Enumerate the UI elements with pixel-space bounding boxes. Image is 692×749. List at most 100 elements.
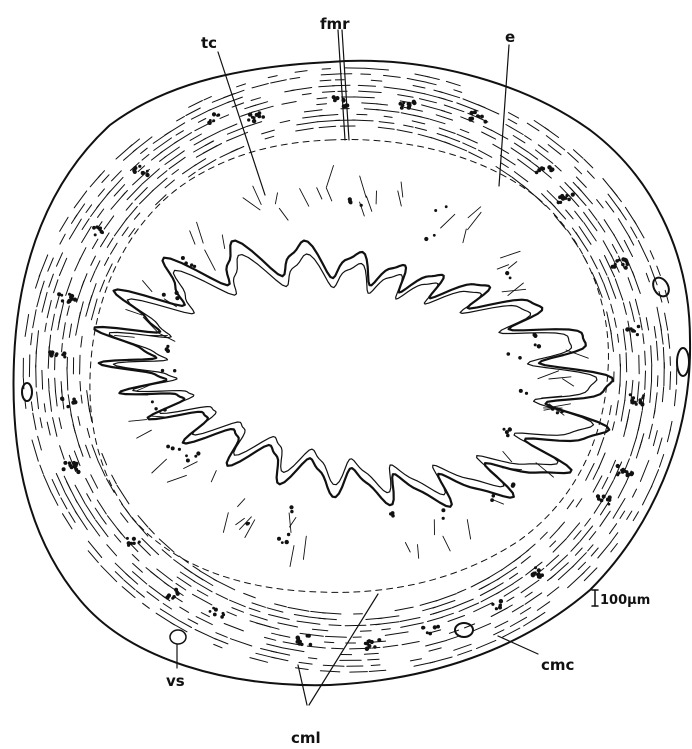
muscle-fibre-stroke <box>131 544 138 551</box>
nucleus-dot <box>63 461 67 465</box>
muscle-fibre-stroke <box>180 607 189 612</box>
nucleus-dot <box>426 631 429 634</box>
nucleus-dot <box>499 599 503 603</box>
muscle-fibre-stroke <box>66 278 72 296</box>
muscle-fibre-stroke <box>469 152 483 159</box>
nucleus-dot <box>618 259 621 262</box>
nucleus-dot <box>484 120 488 124</box>
connective-strand <box>398 191 402 206</box>
label-cmc: cmc <box>541 656 574 674</box>
nucleus-dot <box>171 597 174 600</box>
muscle-fibre-stroke <box>576 499 582 507</box>
nucleus-dot <box>252 119 256 123</box>
muscle-fibre-stroke <box>547 587 559 596</box>
muscle-fibre-stroke <box>98 209 104 217</box>
muscle-fibre-stroke <box>631 227 637 238</box>
muscle-fibre-stroke <box>618 219 629 238</box>
muscle-fibre-stroke <box>439 92 459 98</box>
muscle-fibre-stroke <box>568 572 585 587</box>
muscle-fibre-stroke <box>92 445 98 461</box>
muscle-fibre-stroke <box>442 613 453 617</box>
label-cml: cml <box>291 729 321 747</box>
nucleus-dot <box>491 603 494 606</box>
muscle-fibre-stroke <box>55 378 56 392</box>
connective-strand <box>463 229 466 243</box>
nucleus-dot <box>389 512 392 515</box>
connective-strand <box>190 231 195 244</box>
nucleus-dot <box>433 625 437 629</box>
nucleus-dot <box>70 294 74 298</box>
muscle-fibre-stroke <box>102 518 107 525</box>
connective-strand <box>151 416 165 417</box>
muscle-fibre-stroke <box>209 102 229 111</box>
muscle-fibre-stroke <box>612 422 614 430</box>
muscle-fibre-stroke <box>49 390 52 412</box>
muscle-fibre-stroke <box>47 422 50 435</box>
nucleus-dot <box>72 398 76 402</box>
muscle-fibre-stroke <box>575 167 582 174</box>
connective-strand <box>497 265 508 269</box>
muscle-fibre-stroke <box>130 139 140 147</box>
muscle-fibre-stroke <box>610 524 617 534</box>
muscle-fibre-stroke <box>299 662 312 664</box>
muscle-fibre-stroke <box>578 187 593 204</box>
nucleus-dot <box>261 115 265 119</box>
muscle-fibre-stroke <box>468 139 477 143</box>
nucleus-dot <box>567 198 571 202</box>
muscle-fibre-stroke <box>290 78 300 80</box>
muscle-fibre-stroke <box>115 572 123 580</box>
muscle-fibre-stroke <box>304 110 322 112</box>
muscle-fibre-stroke <box>59 418 61 429</box>
nucleus-dot <box>632 396 635 399</box>
muscle-fibre-stroke <box>90 271 95 282</box>
muscle-fibre-stroke <box>42 292 47 312</box>
muscle-fibre-stroke <box>379 122 394 124</box>
muscle-fibre-stroke <box>627 511 632 519</box>
muscle-fibre-stroke <box>546 136 564 150</box>
muscle-fibre-stroke <box>665 313 668 330</box>
muscle-fibre-stroke <box>459 603 479 611</box>
muscle-fibre-stroke <box>518 159 536 172</box>
connective-strand <box>549 377 571 379</box>
muscle-fibre-stroke <box>358 85 375 86</box>
muscle-fibre-stroke <box>632 310 635 321</box>
connective-strand <box>468 207 481 218</box>
muscle-fibre-stroke <box>633 272 641 294</box>
muscle-fibre-stroke <box>497 567 516 580</box>
muscle-fibre-stroke <box>643 334 644 344</box>
nucleus-dot <box>176 592 180 596</box>
muscle-fibre-stroke <box>39 255 48 277</box>
connective-strand <box>167 475 186 482</box>
muscle-fibre-stroke <box>80 248 86 260</box>
nucleus-dot <box>146 170 149 173</box>
nucleus-dot <box>445 205 448 208</box>
muscle-fibre-stroke <box>384 87 405 90</box>
muscle-fibre-stroke <box>275 604 287 607</box>
muscle-fibre-stroke <box>98 461 105 476</box>
muscle-fibre-stroke <box>160 609 179 621</box>
muscle-fibre-stroke <box>478 150 491 157</box>
muscle-fibre-stroke <box>525 136 532 140</box>
connective-strand <box>238 499 245 507</box>
muscle-fibre-stroke <box>82 219 89 230</box>
muscle-fibre-stroke <box>149 586 165 598</box>
muscle-fibre-stroke <box>74 191 87 208</box>
muscle-fibre-stroke <box>454 644 471 650</box>
muscle-fibre-stroke <box>309 617 326 619</box>
muscle-fibre-stroke <box>159 539 174 552</box>
muscle-fibre-stroke <box>195 630 216 640</box>
muscle-fibre-stroke <box>401 623 424 628</box>
muscle-fibre-stroke <box>574 150 584 159</box>
muscle-fibre-stroke <box>38 436 42 450</box>
muscle-fibre-stroke <box>663 348 664 369</box>
connective-strand <box>467 520 470 539</box>
nucleus-dot <box>193 265 196 268</box>
muscle-fibre-stroke <box>620 354 621 366</box>
muscle-fibre-stroke <box>96 261 100 270</box>
muscle-fibre-stroke <box>291 88 312 91</box>
muscle-fibre-stroke <box>359 91 382 92</box>
muscle-fibre-stroke <box>618 334 619 342</box>
nucleus-dot <box>75 468 78 471</box>
muscle-fibre-stroke <box>165 180 174 188</box>
connective-strand <box>366 196 371 211</box>
